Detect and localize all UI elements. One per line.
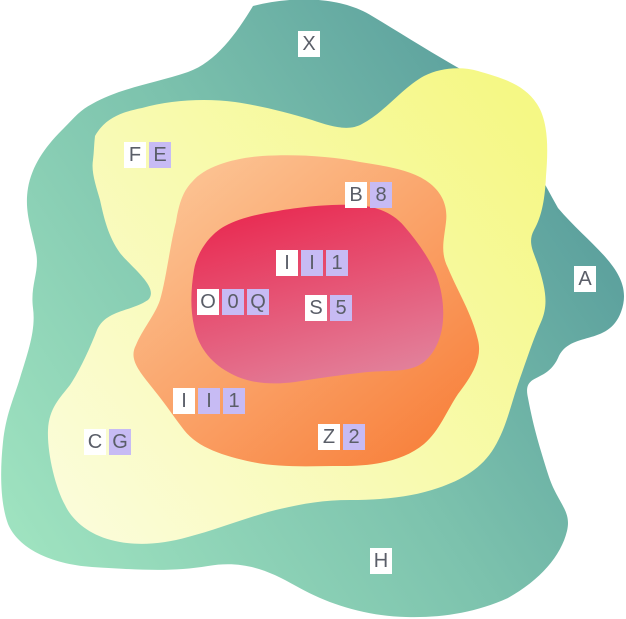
letter-tile[interactable]: F (124, 142, 146, 168)
letter-tile[interactable]: X (298, 31, 320, 57)
label-group-s5: S 5 (305, 295, 352, 321)
red-blob (191, 204, 444, 384)
letter-tile[interactable]: Z (318, 424, 340, 450)
letter-tile[interactable]: E (149, 142, 171, 168)
label-group-a: A (574, 266, 596, 292)
label-group-ii1-upper: I I 1 (276, 250, 348, 276)
letter-tile[interactable]: 5 (330, 295, 352, 321)
letter-tile[interactable]: 8 (370, 182, 392, 208)
letter-tile[interactable]: Q (247, 289, 269, 315)
letter-tile[interactable]: H (370, 548, 392, 574)
label-group-cg: C G (84, 429, 131, 455)
label-group-b8: B 8 (345, 182, 392, 208)
letter-tile[interactable]: O (197, 289, 219, 315)
letter-tile[interactable]: S (305, 295, 327, 321)
letter-tile[interactable]: G (109, 429, 131, 455)
label-group-fe: F E (124, 142, 171, 168)
label-group-o0q: O 0 Q (197, 289, 269, 315)
letter-tile[interactable]: I (198, 388, 220, 414)
label-group-z2: Z 2 (318, 424, 365, 450)
letter-tile[interactable]: C (84, 429, 106, 455)
letter-tile[interactable]: 1 (223, 388, 245, 414)
letter-tile[interactable]: I (301, 250, 323, 276)
label-group-ii1-lower: I I 1 (173, 388, 245, 414)
letter-tile[interactable]: B (345, 182, 367, 208)
letter-tile[interactable]: I (276, 250, 298, 276)
letter-tile[interactable]: I (173, 388, 195, 414)
label-group-x: X (298, 31, 320, 57)
letter-tile[interactable]: 0 (222, 289, 244, 315)
label-group-h: H (370, 548, 392, 574)
letter-tile[interactable]: A (574, 266, 596, 292)
letter-tile[interactable]: 2 (343, 424, 365, 450)
letter-tile[interactable]: 1 (326, 250, 348, 276)
